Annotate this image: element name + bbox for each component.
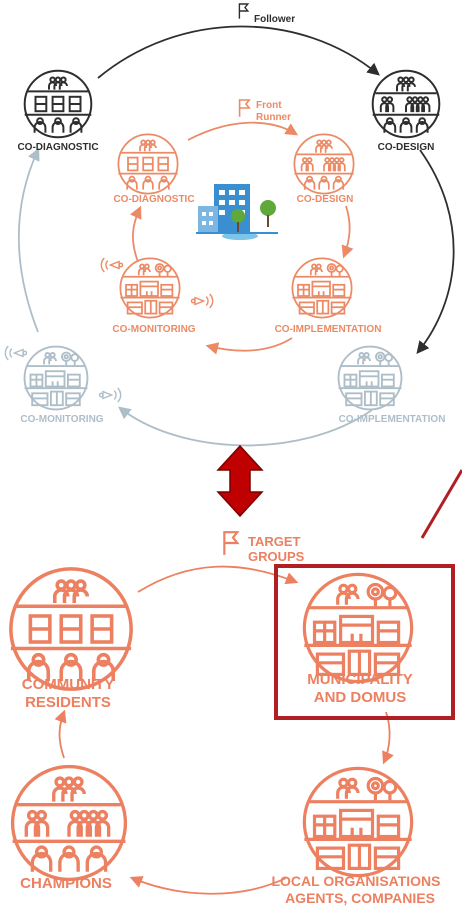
- follower-flag-label: Follower: [254, 14, 295, 25]
- stage-label: CO-MONITORING: [20, 414, 103, 425]
- neighbourhood-icon: [23, 345, 89, 411]
- target-arrow-left: [54, 709, 67, 759]
- flag-icon: [238, 2, 249, 20]
- highlight-box: [274, 564, 455, 720]
- front-runner-arrow-top: [187, 121, 299, 141]
- follower-arrow-left: [17, 147, 40, 333]
- neighbourhood-icon: [119, 257, 181, 319]
- group-label-line1: MUNICIPALITY: [307, 671, 413, 688]
- front-runner-stage-co-diagnostic: CO-DIAGNOSTIC: [113, 133, 195, 205]
- neighbourhood-icon: [302, 766, 414, 878]
- stage-label: CO-IMPLEMENTATION: [339, 414, 446, 425]
- double-arrow-connector: [216, 444, 264, 518]
- group-community-residents: COMMUNITY RESIDENTS: [9, 567, 133, 711]
- neighbourhood-icon: [337, 345, 403, 411]
- people-group-icon: [10, 764, 128, 882]
- front-runner-arrow-bottom: [205, 337, 293, 355]
- group-label-line2: RESIDENTS: [25, 694, 111, 711]
- front-runner-stage-co-implementation: CO-IMPLEMENTATION: [275, 257, 382, 335]
- group-label-line1: CHAMPIONS: [20, 875, 112, 892]
- sound-waves-icon: [4, 345, 28, 361]
- follower-arrow-bottom: [118, 406, 373, 447]
- stage-label: CO-DIAGNOSTIC: [113, 194, 194, 205]
- front-runner-cycle: Front Runner CO-DIAGNOSTIC CO-DESIGN CO-…: [100, 98, 382, 355]
- group-label-line2: AND DOMUS: [314, 689, 407, 706]
- target-arrow-bottom: [129, 876, 287, 895]
- stage-label: CO-DESIGN: [297, 194, 354, 205]
- sound-waves-icon: [100, 257, 124, 273]
- follower-arrow-top: [97, 25, 380, 79]
- flag-icon: [223, 530, 239, 556]
- stage-label: CO-IMPLEMENTATION: [275, 324, 382, 335]
- follower-stage-co-diagnostic: CO-DIAGNOSTIC: [17, 69, 99, 153]
- stage-label: CO-DESIGN: [378, 142, 435, 153]
- building-with-trees-icon: [196, 184, 278, 240]
- follower-arrow-right: [416, 149, 455, 354]
- follower-stage-co-implementation: CO-IMPLEMENTATION: [337, 345, 446, 425]
- follower-stage-co-design: CO-DESIGN: [371, 69, 441, 153]
- group-municipality-and-domus: MUNICIPALITY AND DOMUS: [302, 572, 414, 706]
- sound-waves-icon: [98, 387, 122, 403]
- stage-label: CO-DIAGNOSTIC: [17, 142, 98, 153]
- apartment-residents-icon: [117, 133, 179, 195]
- target-groups-flag-label-line1: TARGET: [248, 534, 301, 549]
- front-runner-flag: Front Runner: [238, 98, 291, 123]
- follower-flag: Follower: [238, 2, 295, 25]
- apartment-residents-icon: [9, 567, 133, 691]
- follower-stage-co-monitoring: CO-MONITORING: [4, 345, 122, 425]
- front-runner-flag-label-line2: Runner: [256, 112, 291, 123]
- people-group-icon: [293, 133, 355, 195]
- apartment-residents-icon: [23, 69, 93, 139]
- target-arrow-top: [137, 565, 299, 593]
- neighbourhood-icon: [291, 257, 353, 319]
- neighbourhood-icon: [302, 572, 414, 684]
- highlight-pointer-line: [420, 469, 462, 539]
- target-groups-flag-label-line2: GROUPS: [248, 549, 305, 564]
- target-groups-flag: TARGET GROUPS: [223, 530, 305, 564]
- group-champions: CHAMPIONS: [10, 764, 128, 892]
- front-runner-flag-label-line1: Front: [256, 100, 282, 111]
- group-label-line1: LOCAL ORGANISATIONS: [271, 873, 440, 889]
- front-runner-stage-co-design: CO-DESIGN: [293, 133, 355, 205]
- follower-cycle: Follower CO-DIAGNOSTIC CO-DESIGN CO-IMPL…: [4, 2, 455, 447]
- front-runner-stage-co-monitoring: CO-MONITORING: [100, 257, 214, 335]
- group-label-line2: AGENTS, COMPANIES: [285, 890, 435, 906]
- group-local-organisations: LOCAL ORGANISATIONS AGENTS, COMPANIES: [271, 766, 441, 906]
- flag-icon: [238, 98, 251, 118]
- front-runner-arrow-left: [130, 205, 142, 263]
- group-label-line1: COMMUNITY: [22, 676, 115, 693]
- front-runner-arrow-right: [341, 205, 354, 259]
- sound-waves-icon: [190, 293, 214, 309]
- stage-label: CO-MONITORING: [112, 324, 195, 335]
- people-group-icon: [371, 69, 441, 139]
- target-groups-cycle: TARGET GROUPS COMMUNITY RESIDENTS MUNICI…: [9, 530, 455, 906]
